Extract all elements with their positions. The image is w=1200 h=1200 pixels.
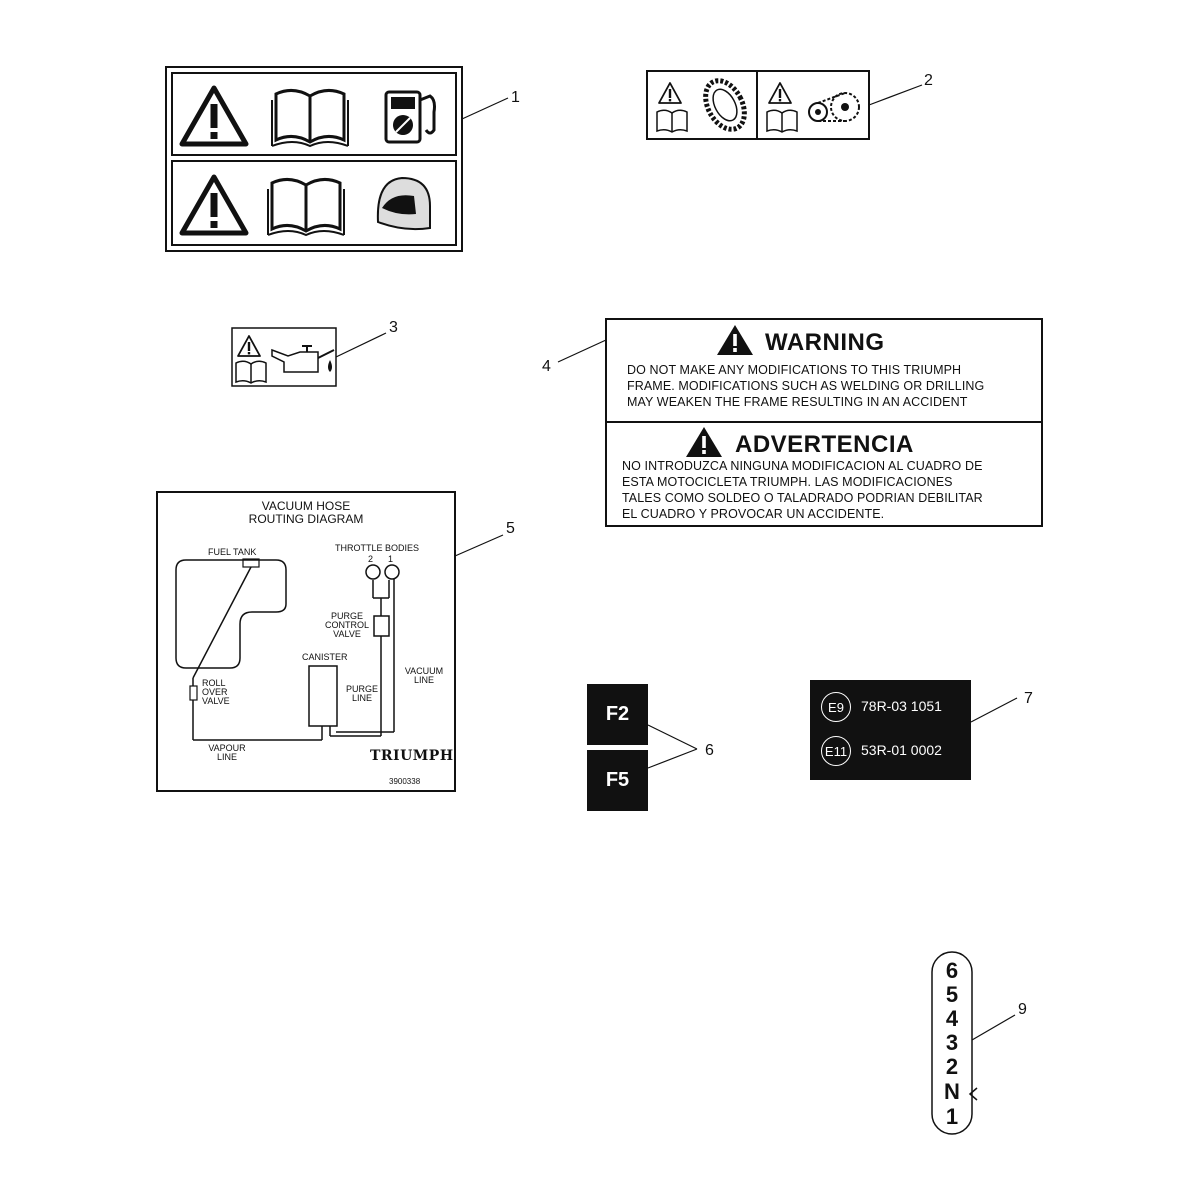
drive-chain-icon — [808, 92, 860, 122]
callout-4: 4 — [542, 358, 551, 375]
label-1-pictogram-sticker — [165, 66, 463, 252]
gear-digit-2: 2 — [945, 1054, 959, 1079]
fuse-label-f5: F5 — [587, 750, 648, 811]
purge-control-valve — [373, 615, 390, 637]
vacuum-line-label: VACUUM LINE — [404, 666, 444, 685]
roll-over-valve-label: ROLL OVER VALVE — [202, 678, 230, 706]
throttle-body-2-label: 2 — [368, 554, 374, 564]
throttle-body-1 — [384, 564, 400, 580]
gear-digit-3: 3 — [945, 1030, 959, 1055]
manual-book-icon — [766, 109, 798, 133]
vacuum-title-line1: VACUUM HOSE — [261, 499, 351, 513]
warning-triangle-icon — [768, 82, 792, 104]
leader-line-7 — [970, 697, 1018, 723]
canister — [308, 665, 338, 727]
leader-line-3 — [335, 332, 387, 358]
label-5-vacuum-hose-diagram — [156, 491, 456, 792]
purge-line-label: PURGE LINE — [345, 684, 378, 703]
fuse-label-f2: F2 — [587, 684, 648, 745]
fuel-pump-icon — [384, 90, 436, 144]
manual-book-icon — [270, 88, 350, 148]
leader-line-5 — [454, 534, 504, 557]
warning-triangle-icon — [717, 325, 753, 355]
gear-digit-5: 5 — [945, 982, 959, 1007]
vacuum-part-number: 3900338 — [389, 777, 421, 786]
gear-digit-6: 6 — [945, 958, 959, 983]
callout-2: 2 — [924, 72, 933, 89]
warning-body-es: NO INTRODUZCA NINGUNA MODIFICACION AL CU… — [622, 459, 983, 521]
warning-triangle-icon — [658, 82, 682, 104]
gear-digit-4: 4 — [945, 1006, 959, 1031]
callout-6: 6 — [705, 742, 714, 759]
oil-can-icon — [271, 345, 335, 373]
label-9-gear-indicator-strip — [931, 951, 973, 1135]
approval-code-1: 78R-03 1051 — [861, 698, 942, 714]
leader-line-1 — [461, 97, 509, 120]
vacuum-title-line2: ROUTING DIAGRAM — [248, 512, 364, 526]
callout-5: 5 — [506, 520, 515, 537]
leader-line-2 — [868, 84, 923, 106]
leader-line-6b — [647, 748, 698, 769]
leader-line-6a — [647, 724, 698, 750]
warning-triangle-icon — [182, 177, 246, 233]
warning-title-es: ADVERTENCIA — [735, 431, 914, 458]
warning-triangle-icon — [237, 335, 261, 357]
purge-control-valve-label: PURGE CONTROL VALVE — [324, 611, 369, 639]
leader-line-4 — [557, 339, 607, 363]
canister-label: CANISTER — [302, 652, 348, 662]
warning-triangle-icon — [182, 88, 246, 144]
label-4-warning-frame — [605, 318, 1043, 527]
fuel-tank-outline — [175, 559, 287, 669]
callout-9: 9 — [1018, 1001, 1027, 1018]
gear-digit-1: 1 — [945, 1104, 959, 1129]
tyre-icon — [703, 78, 747, 132]
helmet-icon — [376, 176, 431, 231]
approval-mark-e11: E11 — [821, 736, 851, 766]
throttle-body-2 — [365, 564, 381, 580]
roll-over-valve — [189, 685, 198, 701]
label-3-oil-sticker — [231, 327, 337, 387]
vapour-line-label: VAPOUR LINE — [208, 743, 246, 762]
gear-digit-n: N — [944, 1079, 960, 1104]
leader-line-9 — [971, 1014, 1016, 1041]
callout-3: 3 — [389, 319, 398, 336]
callout-1: 1 — [511, 89, 520, 106]
approval-code-2: 53R-01 0002 — [861, 742, 942, 758]
manual-book-icon — [266, 177, 346, 237]
fuel-tank-label: FUEL TANK — [208, 547, 257, 557]
warning-body-en: DO NOT MAKE ANY MODIFICATIONS TO THIS TR… — [627, 363, 985, 409]
warning-triangle-icon — [686, 427, 722, 457]
manual-book-icon — [235, 360, 267, 384]
callout-7: 7 — [1024, 690, 1033, 707]
neutral-pointer-icon — [968, 1087, 978, 1101]
warning-title-en: WARNING — [765, 329, 885, 356]
label-2-pictogram-sticker — [646, 70, 870, 140]
throttle-bodies-label: THROTTLE BODIES — [335, 543, 420, 553]
triumph-brand-logo: TRIUMPH — [370, 748, 454, 764]
approval-mark-e9: E9 — [821, 692, 851, 722]
manual-book-icon — [656, 109, 688, 133]
throttle-body-1-label: 1 — [388, 554, 394, 564]
